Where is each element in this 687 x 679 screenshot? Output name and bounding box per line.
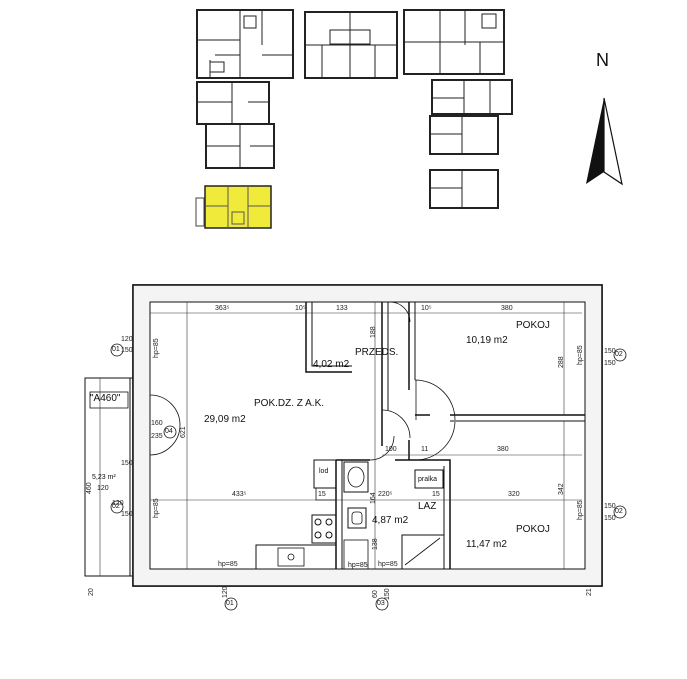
dim-v-342: 342 bbox=[558, 483, 565, 495]
washer-label: pralka bbox=[418, 476, 438, 483]
dim-h-120: 120 bbox=[222, 586, 229, 598]
dim-h-60: 60 bbox=[372, 590, 379, 598]
dim-top-10a: 10⁵ bbox=[295, 305, 306, 312]
dim-v-288: 288 bbox=[558, 356, 565, 368]
dim-right-150d: 150 bbox=[604, 515, 616, 522]
room-name-room2: POKOJ bbox=[516, 524, 550, 535]
axis-mark-5: 02 bbox=[615, 351, 623, 358]
room-area-living: 29,09 m2 bbox=[204, 414, 246, 425]
dim-left-120b: 120 bbox=[112, 500, 124, 507]
balcony-area: 5,23 m² bbox=[92, 474, 116, 481]
dim-left-150a: 150 bbox=[121, 347, 133, 354]
axis-mark-1: 01 bbox=[112, 346, 120, 353]
room-name-hall: PRZEDS. bbox=[355, 347, 399, 358]
dim-v-138: 138 bbox=[372, 538, 379, 550]
dim-right-150b: 150 bbox=[604, 360, 616, 367]
dim-right-150c: 150 bbox=[604, 503, 616, 510]
dim-bot-220: 220⁵ bbox=[378, 491, 393, 498]
axis-mark-6: 02 bbox=[615, 508, 623, 515]
room-area-hall: 4,02 m2 bbox=[313, 359, 350, 370]
hp-bottom-2: hp=85 bbox=[378, 561, 398, 568]
dim-mid-11: 11 bbox=[421, 446, 429, 453]
north-label: N bbox=[596, 50, 609, 70]
dim-left-150c: 150 bbox=[121, 460, 133, 467]
dim-top-room: 380 bbox=[501, 305, 513, 312]
room-name-bath: LAZ bbox=[418, 501, 437, 512]
axis-mark-7: 04 bbox=[165, 428, 173, 435]
dim-left-160: 160 bbox=[151, 420, 163, 427]
dim-top-hall: 133 bbox=[336, 305, 348, 312]
bath-hp-label: hp=85 bbox=[348, 562, 368, 569]
room-name-room1: POKOJ bbox=[516, 320, 550, 331]
hp-right-2: hp=85 bbox=[577, 500, 584, 520]
room-area-bath: 4,87 m2 bbox=[372, 515, 409, 526]
main-plan bbox=[84, 284, 627, 611]
dim-left-120c: 120 bbox=[97, 485, 109, 492]
fridge-label: lod bbox=[319, 468, 329, 475]
room-area-room2: 11,47 m2 bbox=[466, 539, 507, 550]
dim-left-120a: 120 bbox=[121, 336, 133, 343]
hp-right-1: hp=85 bbox=[577, 345, 584, 365]
dim-left-235: 235 bbox=[151, 433, 163, 440]
dim-h-21: 21 bbox=[586, 588, 593, 596]
north-arrow-icon bbox=[586, 97, 623, 186]
dim-bot-433: 433⁵ bbox=[232, 491, 247, 498]
axis-mark-4: 03 bbox=[377, 600, 385, 607]
dim-bot-15b: 15 bbox=[432, 491, 440, 498]
hp-left-2: hp=85 bbox=[153, 498, 160, 518]
dim-top-10b: 10⁵ bbox=[421, 305, 432, 312]
dim-v-460: 460 bbox=[86, 482, 93, 494]
dim-right-150a: 150 bbox=[604, 348, 616, 355]
unit-tag: "A460" bbox=[90, 393, 121, 404]
hp-left-1: hp=85 bbox=[153, 338, 160, 358]
hp-bottom-1: hp=85 bbox=[218, 561, 238, 568]
dim-v-621: 621 bbox=[180, 426, 187, 438]
dim-bot-320: 320 bbox=[508, 491, 520, 498]
dim-mid-100: 100 bbox=[385, 446, 397, 453]
dim-v-164: 164 bbox=[370, 492, 377, 504]
dim-h-20: 20 bbox=[88, 588, 95, 596]
dim-top-living: 363⁵ bbox=[215, 305, 230, 312]
dim-left-150b: 150 bbox=[121, 511, 133, 518]
dim-h-150: 150 bbox=[384, 588, 391, 600]
dim-bot-15a: 15 bbox=[318, 491, 326, 498]
axis-mark-2: 02 bbox=[112, 503, 120, 510]
room-area-room1: 10,19 m2 bbox=[466, 335, 508, 346]
key-plan bbox=[195, 9, 513, 229]
axis-mark-3: 01 bbox=[226, 600, 234, 607]
dim-mid-380: 380 bbox=[497, 446, 509, 453]
dim-v-188: 188 bbox=[370, 326, 377, 338]
room-name-living: POK.DZ. Z A.K. bbox=[254, 398, 325, 409]
